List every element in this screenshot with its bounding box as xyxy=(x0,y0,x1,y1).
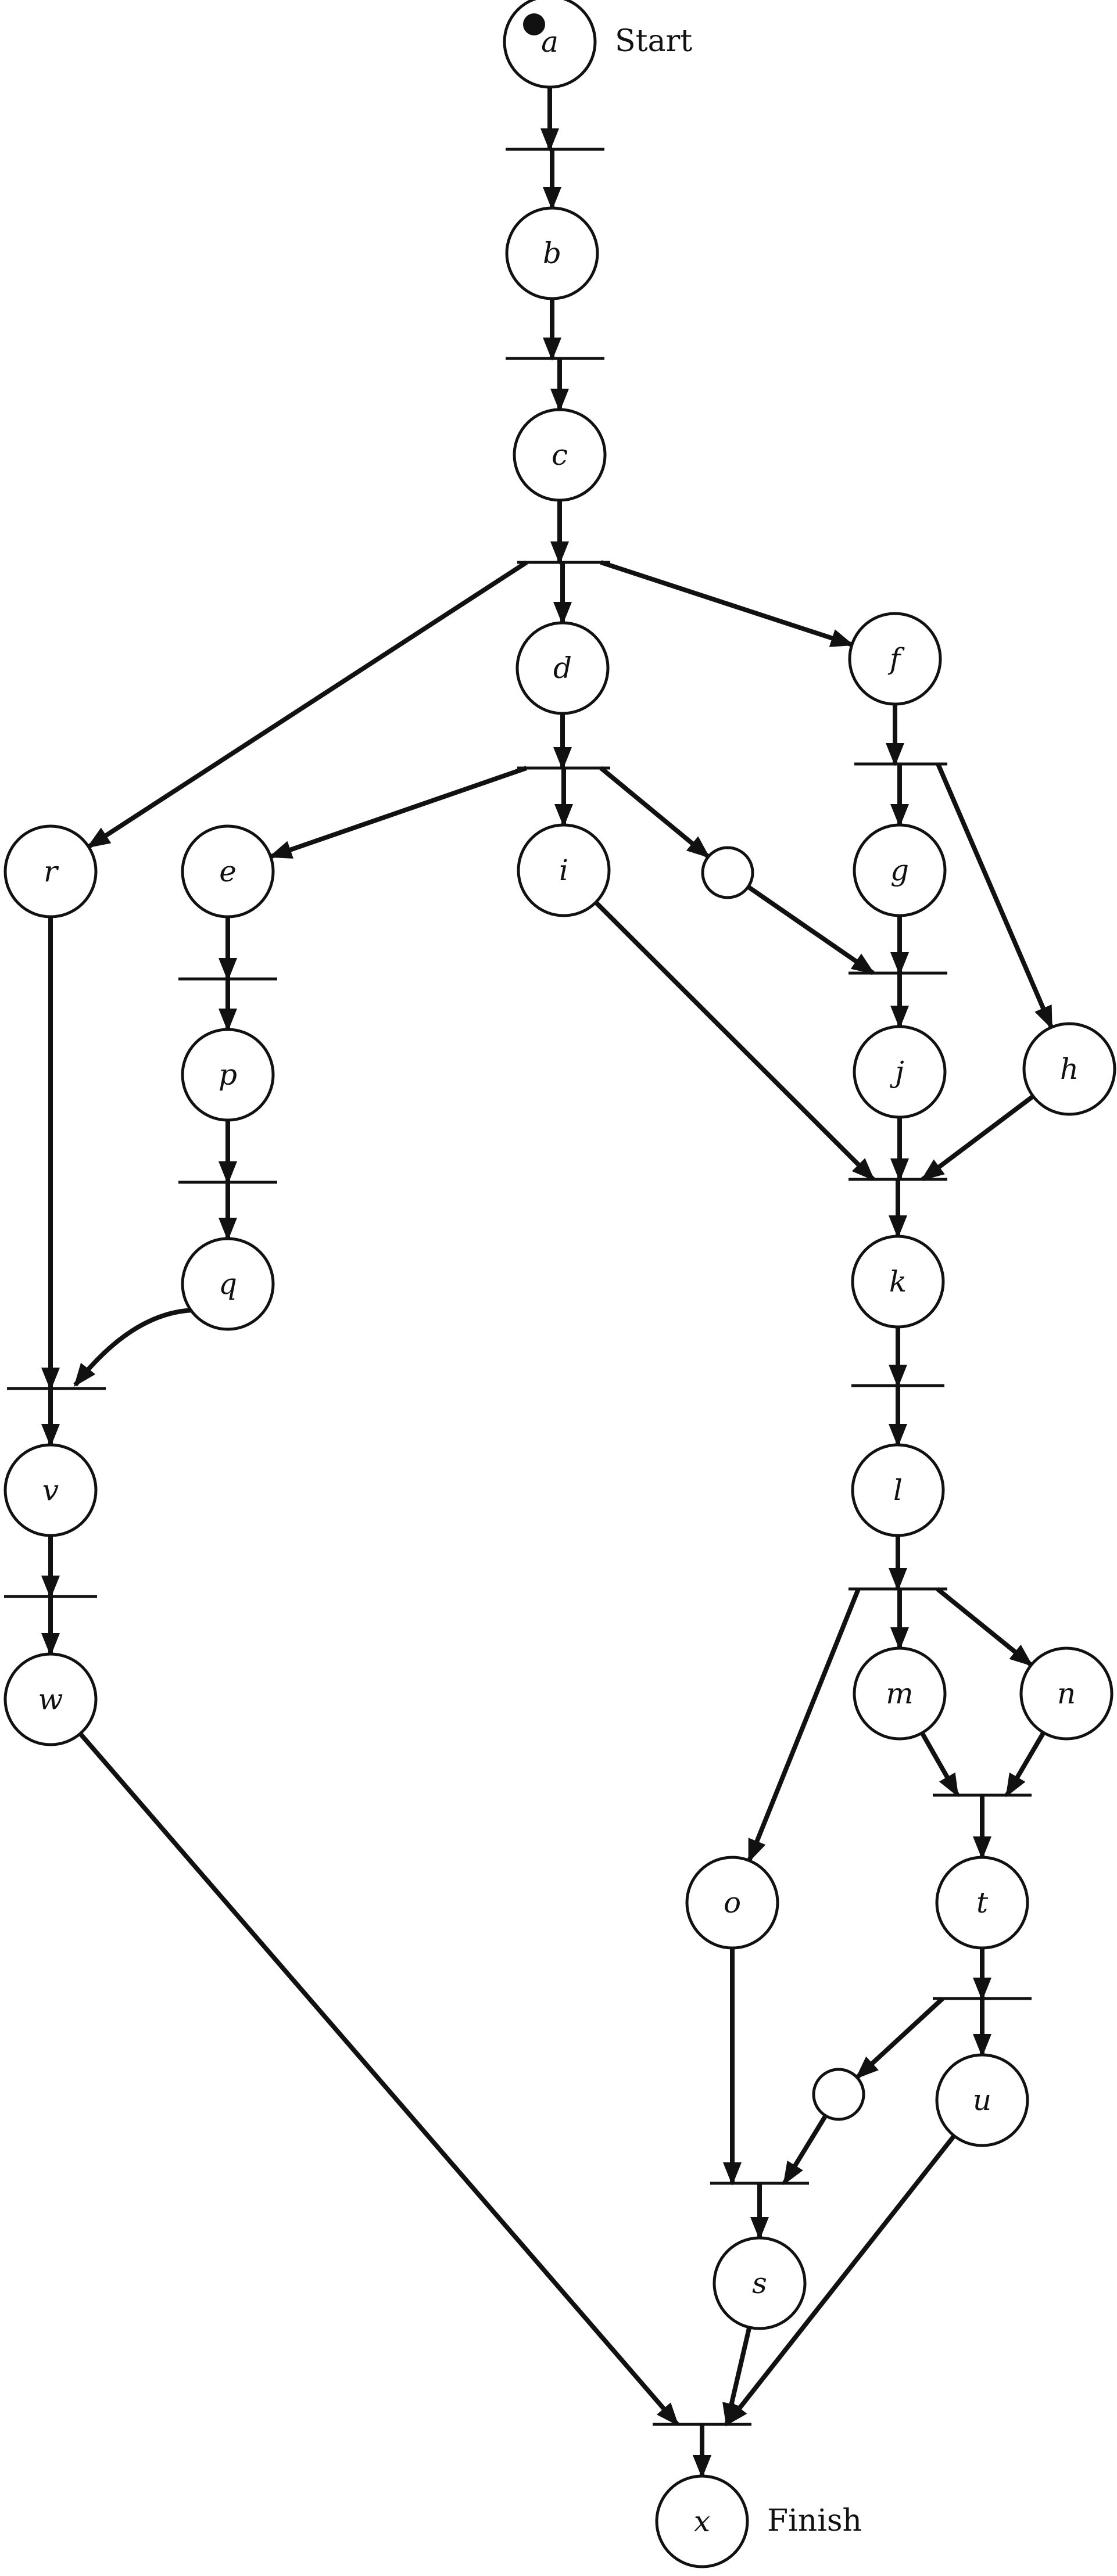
place-label: r xyxy=(44,855,59,888)
place-circle xyxy=(515,621,610,715)
arc-t13-n xyxy=(936,1587,1033,1667)
arc-p2-t16 xyxy=(782,2114,828,2186)
place-circle xyxy=(851,1443,945,1537)
arc-w-t17 xyxy=(78,1732,679,2427)
place-label: s xyxy=(752,2266,767,2300)
place-f: f xyxy=(848,612,942,706)
place-circle xyxy=(812,2068,865,2121)
place-circle xyxy=(655,2474,749,2568)
place-label: h xyxy=(1060,1052,1079,1086)
place-label: e xyxy=(219,855,237,888)
place-label: b xyxy=(543,236,561,270)
arc-q-t10 xyxy=(73,1308,191,1387)
place-l: l xyxy=(851,1443,945,1537)
place-label: v xyxy=(42,1473,59,1507)
place-label: a xyxy=(541,25,558,59)
arc-t3-f xyxy=(600,560,854,647)
arc-t13-o xyxy=(747,1588,861,1863)
place-j: j xyxy=(853,1025,947,1119)
place-circle xyxy=(848,612,942,706)
place-label: x xyxy=(694,2505,710,2538)
arc-t4-e xyxy=(268,766,528,859)
place-circle xyxy=(935,2053,1029,2147)
place-circle xyxy=(181,1028,275,1122)
place-label: l xyxy=(893,1473,903,1507)
place-circle xyxy=(713,2236,807,2330)
place-circle xyxy=(513,408,607,502)
arc-i-t9 xyxy=(594,900,875,1181)
place-circle xyxy=(685,1856,779,1950)
place-label: g xyxy=(890,853,909,887)
place-circle xyxy=(1022,1022,1116,1116)
place-b: b xyxy=(505,206,599,300)
place-label: m xyxy=(886,1677,913,1710)
place-circle xyxy=(517,823,611,917)
place-p2 xyxy=(812,2068,865,2121)
place-label: c xyxy=(552,438,568,472)
place-q: q xyxy=(181,1237,275,1331)
place-circle xyxy=(853,823,947,917)
place-label: p xyxy=(219,1058,237,1092)
place-label: n xyxy=(1057,1677,1076,1710)
arc-h-t9 xyxy=(921,1094,1035,1182)
place-label: q xyxy=(219,1267,237,1301)
place-e: e xyxy=(181,824,275,919)
token-dot xyxy=(523,13,545,35)
place-i: i xyxy=(517,823,611,917)
place-m: m xyxy=(853,1646,947,1741)
place-circle xyxy=(853,1025,947,1119)
place-circle xyxy=(3,1443,98,1537)
arc-n-t14 xyxy=(1005,1731,1046,1798)
place-label: i xyxy=(559,853,568,887)
place-circle xyxy=(853,1646,947,1741)
place-p1 xyxy=(701,846,754,899)
arc-p1-t7 xyxy=(747,885,875,975)
place-d: d xyxy=(515,621,610,715)
arc-t15-p2 xyxy=(855,1997,944,2079)
arc-t5-h xyxy=(936,763,1054,1030)
place-circle xyxy=(181,1237,275,1331)
place-circle xyxy=(701,846,754,899)
place-o: o xyxy=(685,1856,779,1950)
place-v: v xyxy=(3,1443,98,1537)
place-a: a xyxy=(503,0,597,89)
place-circle xyxy=(935,1856,1029,1950)
place-circle xyxy=(505,206,599,300)
place-p: p xyxy=(181,1028,275,1122)
place-g: g xyxy=(853,823,947,917)
place-label: k xyxy=(889,1265,907,1298)
arc-m-t14 xyxy=(920,1731,960,1798)
arc-t3-r xyxy=(87,560,528,849)
place-label: d xyxy=(553,651,572,685)
place-label: w xyxy=(38,1682,63,1716)
place-u: u xyxy=(935,2053,1029,2147)
place-r: r xyxy=(3,824,98,919)
place-h: h xyxy=(1022,1022,1116,1116)
place-circle xyxy=(3,824,98,919)
place-k: k xyxy=(851,1235,945,1329)
place-label: t xyxy=(976,1886,989,1920)
place-t: t xyxy=(935,1856,1029,1950)
start-label: Start xyxy=(615,24,692,59)
place-label: o xyxy=(724,1886,741,1920)
place-label: u xyxy=(973,2083,991,2117)
place-s: s xyxy=(713,2236,807,2330)
place-circle xyxy=(851,1235,945,1329)
place-circle xyxy=(1019,1646,1114,1741)
place-w: w xyxy=(3,1652,98,1746)
arc-u-t17 xyxy=(725,2134,956,2427)
arc-t4-p1 xyxy=(599,766,710,859)
place-c: c xyxy=(513,408,607,502)
place-circle xyxy=(181,824,275,919)
finish-label: Finish xyxy=(767,2503,862,2538)
place-x: x xyxy=(655,2474,749,2568)
place-n: n xyxy=(1019,1646,1114,1741)
place-circle xyxy=(3,1652,98,1746)
